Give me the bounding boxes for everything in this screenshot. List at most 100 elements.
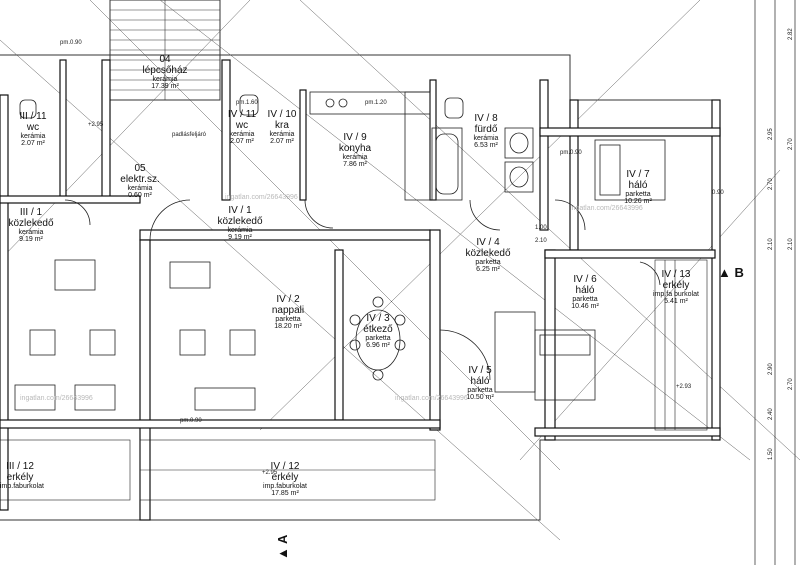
dim-right: 2.40 bbox=[768, 408, 774, 420]
room-area: 5.41 m² bbox=[664, 298, 688, 306]
room-number: IV / 8 bbox=[474, 113, 498, 124]
room-number: IV / 7 bbox=[626, 169, 650, 180]
door-size: 2.10 bbox=[535, 238, 547, 244]
room-area: 9.19 m² bbox=[19, 236, 43, 244]
room-material: imp.faburkolat bbox=[263, 483, 307, 490]
section-mark-b: ▲ B bbox=[718, 265, 744, 280]
room-area: 17.39 m² bbox=[151, 83, 179, 91]
door-height: pm.0.90 bbox=[60, 40, 82, 46]
room-name: erkély bbox=[271, 471, 299, 483]
room-area: 2.07 m² bbox=[230, 138, 254, 146]
room-material: kerámia bbox=[127, 185, 153, 192]
room-IV-1: IV / 1 közlekedő kerámia 9.19 m² bbox=[210, 205, 270, 242]
dim-right: 2.70 bbox=[768, 178, 774, 190]
room-IV-13: IV / 13 erkély imp.fa burkolat 5.41 m² bbox=[652, 269, 700, 306]
room-name: elektr.sz. bbox=[120, 173, 160, 185]
room-IV-6: IV / 6 háló parketta 10.46 m² bbox=[560, 274, 610, 311]
room-name: kra bbox=[275, 119, 289, 131]
watermark: ingatlan.com/26643996 bbox=[570, 205, 643, 212]
room-number: IV / 5 bbox=[468, 365, 492, 376]
dim-right: 1.50 bbox=[768, 448, 774, 460]
room-area: 10.26 m² bbox=[624, 198, 652, 206]
room-material: kerámia bbox=[227, 227, 253, 234]
attic-access-label: padlásfeljáró bbox=[172, 132, 207, 138]
room-name: wc bbox=[26, 121, 40, 133]
room-area: 6.96 m² bbox=[366, 342, 390, 350]
watermark: ingatlan.com/26643996 bbox=[395, 395, 468, 402]
room-material: parketta bbox=[625, 191, 651, 198]
room-material: parketta bbox=[467, 387, 493, 394]
room-number: IV / 2 bbox=[276, 294, 300, 305]
room-area: 6.25 m² bbox=[476, 266, 500, 274]
room-material: kerámia bbox=[20, 133, 46, 140]
door-size: 1.00 bbox=[535, 225, 547, 231]
room-number: IV / 3 bbox=[366, 313, 390, 324]
room-number: 04 bbox=[159, 54, 171, 65]
dim-right: 2.70 bbox=[788, 378, 794, 390]
room-number: IV / 6 bbox=[573, 274, 597, 285]
room-material: kerámia bbox=[152, 76, 178, 83]
room-material: imp.faburkolat bbox=[0, 483, 44, 490]
room-number: IV / 11 bbox=[227, 109, 257, 120]
room-IV-2: IV / 2 nappali parketta 18.20 m² bbox=[260, 294, 316, 331]
door-height: pm.1.20 bbox=[365, 100, 387, 106]
room-name: közlekedő bbox=[8, 217, 54, 229]
elevation: +2.95 bbox=[88, 122, 104, 128]
door-height: pm.1.60 bbox=[236, 100, 258, 106]
room-number: IV / 10 bbox=[267, 109, 297, 120]
room-material: kerámia bbox=[473, 135, 499, 142]
room-name: közlekedő bbox=[217, 215, 263, 227]
room-III-12: III / 12 erkély imp.faburkolat bbox=[0, 461, 44, 490]
room-IV-9: IV / 9 konyha kerámia 7.86 m² bbox=[320, 132, 390, 169]
dim-right: 2.10 bbox=[788, 238, 794, 250]
section-mark-a: ▲ A bbox=[275, 534, 290, 560]
room-number: IV / 13 bbox=[661, 269, 691, 280]
room-material: kerámia bbox=[18, 229, 44, 236]
watermark: ingatlan.com/26643996 bbox=[20, 395, 93, 402]
room-name: háló bbox=[628, 179, 648, 191]
room-IV-5: IV / 5 háló parketta 10.50 m² bbox=[450, 365, 510, 402]
room-area: 18.20 m² bbox=[274, 323, 302, 331]
room-material: parketta bbox=[572, 296, 598, 303]
room-number: IV / 4 bbox=[476, 237, 500, 248]
room-name: konyha bbox=[338, 142, 372, 154]
room-number: III / 12 bbox=[6, 461, 34, 472]
room-IV-7: IV / 7 háló parketta 10.26 m² bbox=[608, 169, 668, 206]
room-area: 6.53 m² bbox=[474, 142, 498, 150]
room-name: erkély bbox=[662, 279, 690, 291]
room-area: 0.60 m² bbox=[128, 192, 152, 200]
room-area: 9.19 m² bbox=[228, 234, 252, 242]
room-name: közlekedő bbox=[465, 247, 511, 259]
room-IV-11: IV / 11 wc kerámia 2.07 m² bbox=[224, 109, 260, 146]
dim-right: 2.95 bbox=[768, 128, 774, 140]
room-name: erkély bbox=[6, 471, 34, 483]
room-number: IV / 12 bbox=[270, 461, 300, 472]
room-material: parketta bbox=[475, 259, 501, 266]
room-05: 05 elektr.sz. kerámia 0.60 m² bbox=[112, 163, 168, 200]
dim-right: 2.10 bbox=[768, 238, 774, 250]
door-height: pm.0.90 bbox=[560, 150, 582, 156]
room-IV-10: IV / 10 kra kerámia 2.07 m² bbox=[262, 109, 302, 146]
elevation: +2.95 bbox=[262, 470, 278, 476]
room-area: 10.46 m² bbox=[571, 303, 599, 311]
room-material: kerámia bbox=[269, 131, 295, 138]
room-IV-12: IV / 12 erkély imp.faburkolat 17.85 m² bbox=[250, 461, 320, 498]
room-IV-8: IV / 8 fürdő kerámia 6.53 m² bbox=[458, 113, 514, 150]
room-number: III / 1 bbox=[19, 207, 43, 218]
room-IV-3: IV / 3 étkező parketta 6.96 m² bbox=[350, 313, 406, 350]
watermark: ingatlan.com/26643996 bbox=[225, 194, 298, 201]
room-area: 7.86 m² bbox=[343, 161, 367, 169]
room-name: lépcsőház bbox=[142, 64, 188, 76]
room-04: 04 lépcsőház kerámia 17.39 m² bbox=[135, 54, 195, 91]
room-number: IV / 9 bbox=[343, 132, 367, 143]
door-height: pm.0.90 bbox=[180, 418, 202, 424]
elevation: +2.93 bbox=[676, 384, 692, 390]
dim-right: 2.70 bbox=[788, 138, 794, 150]
room-name: fürdő bbox=[474, 123, 498, 135]
room-material: parketta bbox=[275, 316, 301, 323]
room-number: III / 11 bbox=[19, 111, 47, 122]
room-name: háló bbox=[470, 375, 490, 387]
room-name: wc bbox=[235, 119, 249, 131]
room-number: IV / 1 bbox=[228, 205, 252, 216]
